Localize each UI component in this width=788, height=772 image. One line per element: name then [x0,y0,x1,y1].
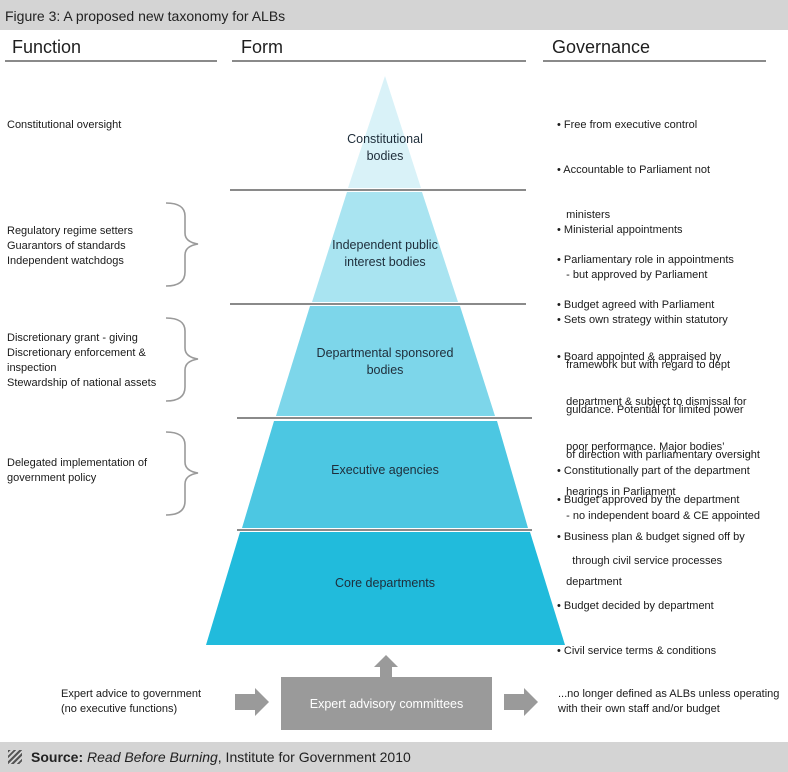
tier-label-constitutional: Constitutional bodies [305,131,465,165]
header-function: Function [12,37,82,57]
tier-label-line: bodies [366,149,404,163]
function-discretionary: Discretionary grant - giving Discretiona… [7,331,156,391]
function-regulatory: Regulatory regime setters Guarantors of … [7,224,133,269]
governance-independent: • Ministerial appointments - but approve… [557,193,760,523]
arrow-right-right-icon [504,688,538,716]
tier-constitutional-shape [348,76,421,188]
expert-advice-text: Expert advice to government (no executiv… [61,687,201,717]
brace-discretionary [165,317,199,402]
governance-line: • Sets own strategy within statutory [557,314,728,326]
function-line: Stewardship of national assets [7,377,157,389]
no-longer-alb-line: with their own staff and/or budget [558,703,720,715]
governance-executive: • Constitutionally part of the departmen… [557,434,760,674]
function-rule [5,60,217,62]
form-rule [232,60,526,62]
governance-line: • Accountable to Parliament not [557,164,711,176]
function-line: Guarantors of standards [7,240,126,252]
governance-line: • Budget decided by department [557,600,714,612]
governance-line: framework but with regard to dept [557,359,731,371]
governance-line: of direction with parliamentary oversigh… [557,449,760,461]
governance-line: • Budget approved by the department [557,494,740,506]
governance-line: guidance. Potential for limited power [557,404,744,416]
brace-delegated [165,431,199,516]
governance-line: - no independent board & CE appointed [557,510,761,522]
governance-sponsored: • Board appointed & appraised by departm… [557,320,747,605]
governance-line: department & subject to dismissal for [557,396,747,408]
source-suffix: , Institute for Government 2010 [217,749,411,765]
tier-independent-shape [312,192,458,302]
tier-core-shape [206,532,565,645]
expert-advisory-committees-box: Expert advisory committees [281,677,492,730]
tier-label-core: Core departments [285,575,485,592]
governance-line: • Business plan & budget signed off by [557,531,745,543]
source-title: Read Before Burning [87,749,218,765]
governance-line: • Parliamentary role in appointments [557,254,734,266]
function-line: Regulatory regime setters [7,225,133,237]
tier-label-line: Departmental sponsored [316,346,454,360]
tier-label-line: Constitutional [347,132,423,146]
governance-line: - but approved by Parliament [557,269,708,281]
governance-line: • Civil service terms & conditions [557,645,717,657]
tier-label-line: Core departments [334,576,436,590]
function-line: Constitutional oversight [7,119,122,131]
no-longer-alb-line: ...no longer defined as ALBs unless oper… [558,688,780,700]
tier-label-executive: Executive agencies [285,462,485,479]
tier-executive-shape [242,421,528,528]
tier-label-line: Independent public [332,238,438,252]
governance-line: ministers [557,209,611,221]
governance-line: through civil service processes [557,555,723,567]
figure-title: Figure 3: A proposed new taxonomy for AL… [5,8,286,24]
function-line: Discretionary enforcement & [7,347,146,359]
figure-title-bar: Figure 3: A proposed new taxonomy for AL… [0,0,788,30]
governance-constitutional: • Free from executive control • Accounta… [557,88,734,328]
no-longer-alb-text: ...no longer defined as ALBs unless oper… [558,687,779,717]
tier-label-sponsored: Departmental sponsored bodies [285,345,485,379]
governance-rule [543,60,766,62]
expert-advice-line: (no executive functions) [61,703,178,715]
brace-regulatory [165,202,199,287]
tier-label-line: bodies [366,363,404,377]
governance-line: • Free from executive control [557,119,698,131]
governance-line: hearings in Parliament [557,486,676,498]
governance-line: • Budget agreed with Parliament [557,299,715,311]
function-constitutional: Constitutional oversight [7,118,121,133]
tier-label-line: interest bodies [344,255,426,269]
source-text: Source: Read Before Burning, Institute f… [31,749,411,765]
arrow-up-icon [374,655,398,677]
governance-line: • Ministerial appointments [557,224,683,236]
governance-line: • Board appointed & appraised by [557,351,722,363]
function-line: Delegated implementation of [7,457,148,469]
governance-line: department [557,576,622,588]
governance-line: poor performance. Major bodies’ [557,441,725,453]
source-bar: Source: Read Before Burning, Institute f… [0,742,788,772]
tier-label-line: Executive agencies [331,463,439,477]
tier-label-independent: Independent public interest bodies [295,237,475,271]
function-line: Independent watchdogs [7,255,124,267]
function-line: inspection [7,362,57,374]
governance-line: • Constitutionally part of the departmen… [557,465,750,477]
tier-sponsored-shape [276,306,495,416]
function-line: government policy [7,472,97,484]
expert-advice-line: Expert advice to government [61,688,202,700]
header-form: Form [241,37,283,57]
arrow-right-left-icon [235,688,269,716]
function-line: Discretionary grant - giving [7,332,138,344]
header-governance: Governance [552,37,651,57]
source-prefix: Source: [31,749,88,765]
expert-advisory-committees-label: Expert advisory committees [309,696,464,711]
hatch-icon [8,750,22,764]
function-delegated: Delegated implementation of government p… [7,456,147,486]
